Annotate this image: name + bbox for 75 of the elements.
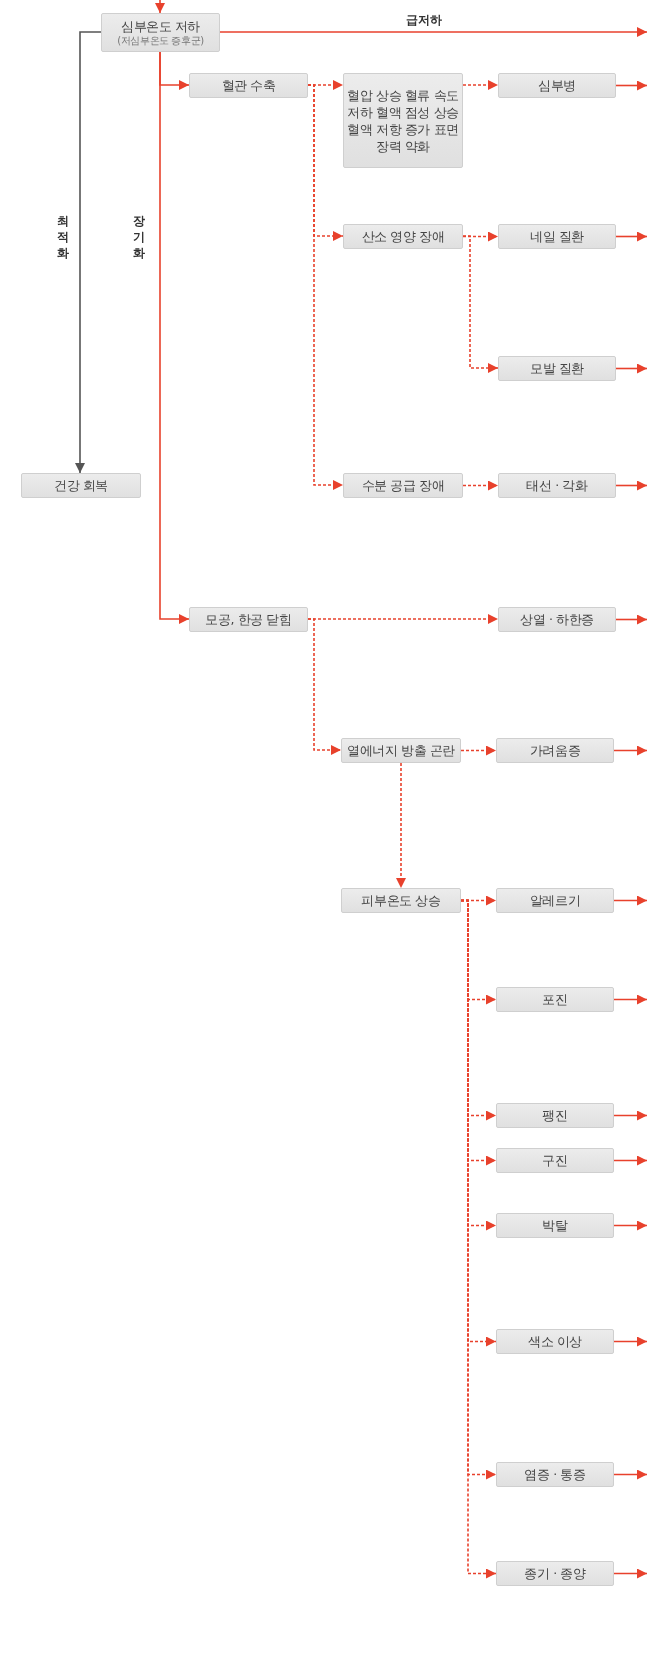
box-label: 알레르기 (529, 892, 581, 909)
process-box (496, 1103, 614, 1128)
box-label: 포진 (542, 991, 568, 1008)
box-label: 모공, 한공 닫힘 (205, 611, 292, 628)
process-box (343, 473, 463, 498)
process-box (496, 738, 614, 763)
process-box (498, 607, 616, 632)
arrow (219, 27, 648, 37)
arrow (615, 363, 648, 374)
arrow (613, 1220, 648, 1231)
arrow (613, 994, 648, 1005)
process-box (496, 1213, 614, 1238)
arrow (75, 31, 102, 474)
arrow (613, 745, 648, 756)
box-label: 태선 · 각화 (526, 477, 588, 494)
arrow (613, 895, 648, 906)
process-box (498, 224, 616, 249)
box-label: 네일 질환 (530, 228, 584, 245)
box-label: 가려움증 (529, 742, 581, 759)
box-label: 팽진 (542, 1107, 568, 1124)
box-label: 심부병 (538, 77, 576, 94)
arrow (159, 51, 190, 624)
process-box (496, 1462, 614, 1487)
dashed-arrow (396, 762, 406, 889)
box-label: 박탈 (542, 1217, 568, 1234)
edge-label: 급저하 (405, 12, 443, 28)
process-box (496, 1148, 614, 1173)
arrow (615, 80, 648, 91)
arrow (613, 1568, 648, 1579)
box-label: 열에너지 방출 곤란 (347, 742, 455, 759)
arrow (613, 1469, 648, 1480)
dashed-arrow (462, 80, 499, 90)
process-box (496, 1329, 614, 1354)
process-box (498, 356, 616, 381)
process-box (496, 888, 614, 913)
arrow (613, 1155, 648, 1166)
dashed-arrow (307, 84, 344, 490)
box-label: 산소 영양 장애 (361, 228, 445, 245)
process-box (341, 888, 461, 913)
dashed-arrow (307, 618, 342, 755)
process-box (101, 13, 220, 52)
box-label: 종기 · 종양 (524, 1565, 586, 1582)
dashed-arrow (462, 235, 499, 373)
process-box (496, 1561, 614, 1586)
process-box (21, 473, 141, 498)
process-box (341, 738, 461, 763)
box-label: 상열 · 하한증 (520, 611, 594, 628)
process-box (343, 224, 463, 249)
box-label: 수분 공급 장애 (361, 477, 445, 494)
edge-label: 최적화 (55, 212, 71, 262)
box-label: 염증 · 통증 (524, 1466, 586, 1483)
box-subtitle: (저심부온도 증후군) (117, 35, 204, 47)
process-box (498, 73, 616, 98)
arrow (615, 614, 648, 625)
box-label: 피부온도 상승 (361, 892, 441, 909)
box-label: 심부온도 저하 (120, 18, 201, 35)
arrow (615, 231, 648, 242)
dashed-arrow (462, 480, 499, 491)
box-label: 혈압 상승 혈류 속도 저하 혈액 점성 상승 혈액 저항 증가 표면 장력 약화 (347, 86, 459, 155)
box-label: 모발 질환 (530, 360, 584, 377)
process-box (498, 473, 616, 498)
process-box (343, 73, 463, 168)
dashed-arrow (460, 745, 497, 756)
box-label: 건강 회복 (54, 477, 108, 494)
box-label: 색소 이상 (528, 1333, 582, 1350)
arrow (615, 480, 648, 491)
arrow (613, 1336, 648, 1347)
box-label: 혈관 수축 (221, 77, 276, 94)
arrow (613, 1110, 648, 1121)
arrow (155, 0, 165, 14)
process-box (496, 987, 614, 1012)
box-label: 구진 (542, 1152, 568, 1169)
edge-label: 장기화 (131, 212, 147, 262)
process-box (189, 607, 308, 632)
process-box (189, 73, 308, 98)
